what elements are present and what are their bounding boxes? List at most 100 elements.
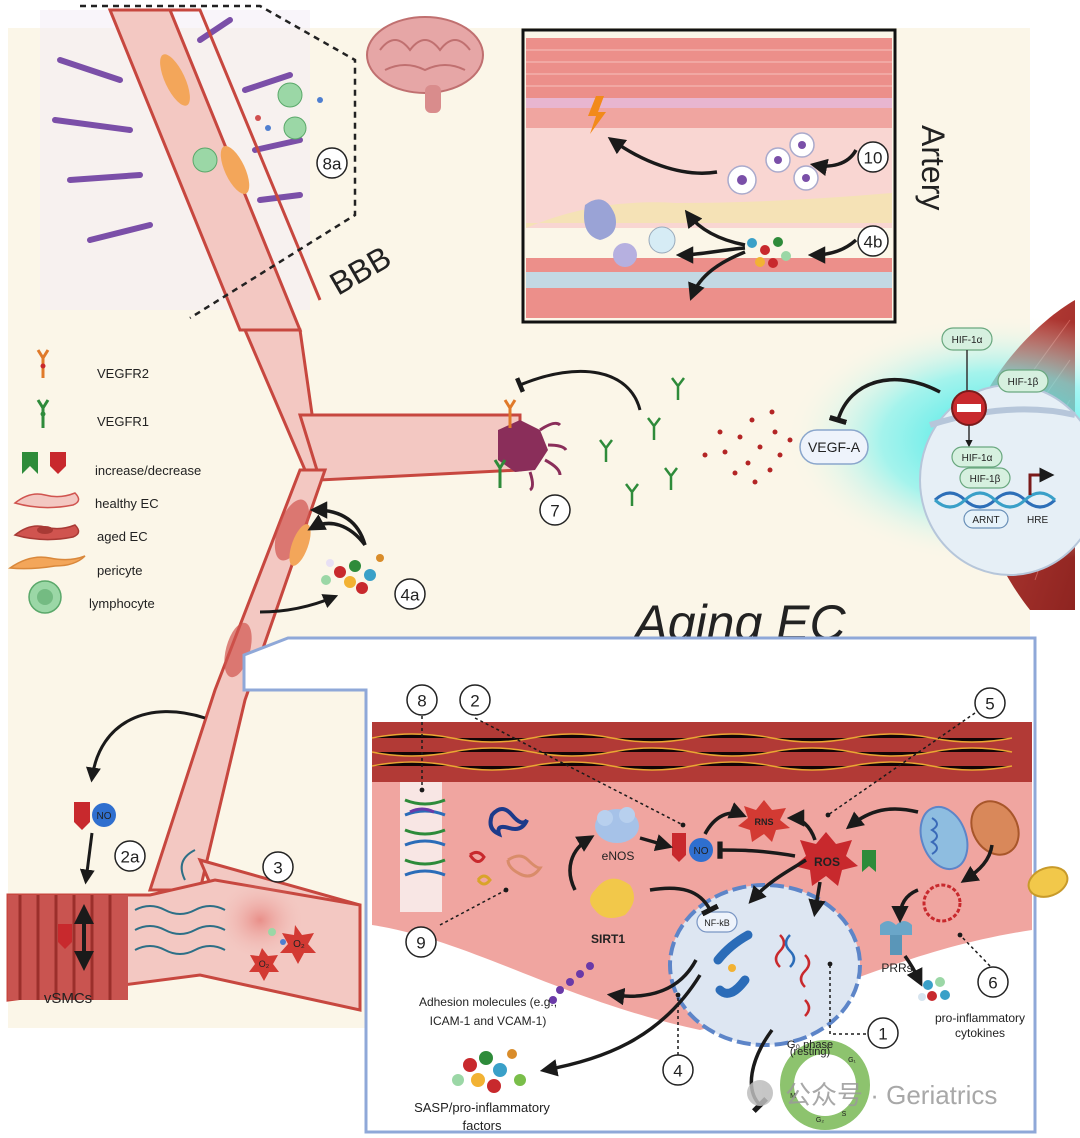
svg-text:6: 6 [988,974,997,993]
wechat-logo-icon [747,1080,773,1106]
svg-text:ROS: ROS [814,855,840,869]
marker-6: 6 [977,966,1009,998]
watermark: 公众号 · Geriatrics [747,1080,997,1110]
legend-label-5: pericyte [97,563,143,578]
vsmc-decrease-icon [58,924,72,949]
marker-2a: 2a [114,840,146,872]
ros-star-icon: ROS [794,832,858,886]
adhesion-label-line1: Adhesion molecules (e.g., [419,995,557,1009]
vegfr1-receptor-icon [36,399,50,428]
mtdna-circle-icon [922,883,962,923]
artery-label: Artery [915,125,951,210]
decrease-arrow-icon [74,802,90,830]
chromosome-icon [713,930,753,998]
svg-text:HIF-1β: HIF-1β [1008,377,1039,388]
sasp-label-line1: SASP/pro-inflammatory [414,1100,550,1115]
svg-text:9: 9 [416,934,425,953]
tight-junction-icon [400,782,446,912]
protein-aggregates-icon [468,807,543,886]
svg-text:4b: 4b [864,233,883,252]
marker-8: 8 [406,684,438,716]
no-molecule-icon: NO [92,803,116,827]
svg-text:7: 7 [550,502,559,521]
marker-7: 7 [539,494,571,526]
lymphocyte-cell-icon [28,580,62,614]
sasp-label-line2: factors [462,1118,502,1133]
legend-label-1: VEGFR1 [97,414,149,429]
tip-cell [493,399,568,492]
svg-text:G₁: G₁ [848,1057,856,1064]
marker-4b: 4b [857,225,889,257]
enos-label: eNOS [602,849,635,863]
legend-label-6: lymphocyte [89,596,155,611]
artery-inset: 10 4b [521,28,897,324]
svg-text:2: 2 [470,692,479,711]
svg-text:HIF-1α: HIF-1α [952,335,983,346]
hif1a-bottom-pill: HIF-1α [951,446,1003,468]
svg-text:4: 4 [673,1062,682,1081]
marker-10: 10 [857,141,889,173]
marker-3: 3 [262,851,294,883]
svg-text:HIF-1β: HIF-1β [970,474,1001,485]
vegfr1-floating [599,377,685,506]
marker-2: 2 [459,684,491,716]
arrow-4a-up [309,501,367,546]
marker-4a: 4a [394,578,426,610]
svg-text:10: 10 [864,149,883,168]
aging-ec-inset: eNOS SIRT1 NO RNS ROS [242,636,1069,1134]
sirt1-protein-icon [590,878,634,919]
adhesion-label-line2: ICAM-1 and VCAM-1) [430,1014,547,1028]
svg-text:VEGF-A: VEGF-A [808,439,861,455]
svg-text:G₀ phase: G₀ phase [787,1039,833,1051]
svg-text:RNS: RNS [754,817,773,827]
vegfr2-receptor-icon [36,349,50,378]
vessel-tree [6,328,522,1012]
cytokines-label-line2: cytokines [955,1026,1005,1040]
marker-5: 5 [974,687,1006,719]
healthy-ec-cell-icon [13,492,80,509]
vegf-particles [702,409,793,485]
sasp-factors-cluster-icon [452,1049,526,1093]
sirt1-label: SIRT1 [591,932,625,946]
superoxide-stars: O₂ O₂ [249,925,316,981]
svg-text:公众号 · Geriatrics: 公众号 · Geriatrics [785,1080,997,1110]
sasp-cluster-4a [321,554,384,594]
hif1b-bottom-pill: HIF-1β [959,467,1011,489]
svg-text:(resting): (resting) [790,1046,830,1058]
svg-text:3: 3 [273,859,282,878]
hif-inhibits-vegf-arrow [828,377,941,426]
ros-increase-icon [862,850,876,872]
inhibition-minus-icon [951,390,987,426]
vsmcs-label: vSMCs [44,990,92,1007]
cytokines-label-line1: pro-inflammatory [935,1011,1025,1025]
prr-receptor-icon [880,921,912,955]
marker-4: 4 [662,1054,694,1086]
arrow-no-to-vsmc [79,832,95,885]
svg-text:NO: NO [694,846,709,857]
lightning-icon [588,96,606,134]
brain-icon [366,16,484,113]
svg-text:ARNT: ARNT [972,515,999,526]
increase-decrease-arrows-icon [22,452,66,474]
aged-ec-cell-icon [13,524,80,541]
rns-star-icon: RNS [738,800,790,842]
nfkb-pill: NF-kB [696,911,738,933]
legend-label-2: increase/decrease [95,463,201,478]
dna-damage-icon [774,934,811,1017]
arrow-4a-side [307,514,367,547]
svg-text:4a: 4a [401,586,420,605]
cell-cycle-wheel-icon: G₀ phase (resting) G₁ S G₂ M [780,1039,870,1130]
svg-text:8: 8 [417,692,426,711]
svg-text:NF-kB: NF-kB [704,918,730,928]
mitochondria-icon [919,800,1069,898]
cell-membrane [929,406,1076,428]
blood-flow-lines [134,849,226,955]
pericyte-cell-icon [7,555,86,570]
svg-text:8a: 8a [323,155,342,174]
svg-text:1: 1 [878,1025,887,1044]
dna-helix-icon [933,467,1057,509]
o2-label-b: O₂ [259,959,270,969]
svg-text:NO: NO [97,811,112,822]
arrow-to-4a [259,594,339,614]
legend: VEGFR2 VEGFR1 increase/decrease healthy … [7,349,201,614]
